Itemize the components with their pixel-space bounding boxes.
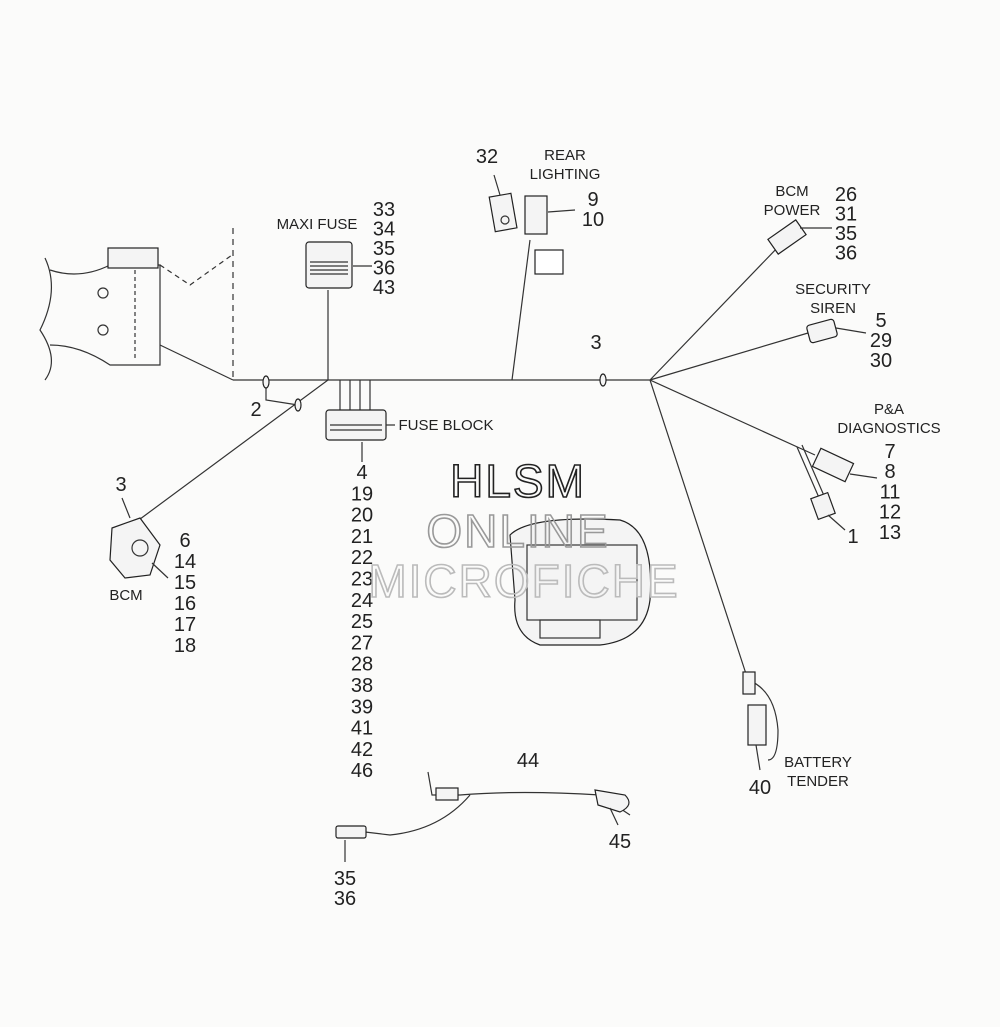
bcm-module	[109, 497, 169, 579]
bcm-power-label: POWER	[764, 202, 821, 219]
watermark: HLSM ONLINE MICROFICHE	[368, 454, 679, 608]
callout-number: 3	[115, 474, 126, 496]
callout-number: 10	[582, 209, 604, 231]
callout-number: 40	[749, 777, 771, 799]
callout-number: 45	[609, 831, 631, 853]
pa-diagnostics-label: P&A	[874, 401, 904, 418]
watermark-line-3: MICROFICHE	[368, 555, 679, 607]
callout-number: 13	[879, 522, 901, 544]
callout-number: 26	[835, 184, 857, 206]
maxi-fuse	[305, 241, 372, 289]
bcm-power-connector	[767, 219, 832, 255]
bcm-power-label: BCM	[775, 183, 808, 200]
callout-number: 33	[373, 199, 395, 221]
callout-number: 27	[351, 632, 373, 654]
callout-number: 41	[351, 718, 373, 740]
callout-number: 14	[174, 551, 196, 573]
bcm-label: BCM	[109, 587, 142, 604]
callout-number: 35	[835, 223, 857, 245]
callout-number: 8	[884, 461, 895, 483]
callout-number: 31	[835, 204, 857, 226]
callout-number: 44	[517, 750, 539, 772]
callout-number: 25	[351, 611, 373, 633]
callout-number: 29	[870, 330, 892, 352]
callout-number: 24	[351, 590, 373, 612]
callout-number: 20	[351, 505, 373, 527]
callout-number: 3	[590, 332, 601, 354]
callout-number: 12	[879, 502, 901, 524]
callout-number: 15	[174, 572, 196, 594]
callout-number: 32	[476, 146, 498, 168]
harness-branches	[649, 244, 816, 681]
callout-number: 34	[373, 219, 395, 241]
rear-lighting-label: LIGHTING	[530, 166, 601, 183]
watermark-line-2: ONLINE	[426, 505, 609, 557]
callout-number: 11	[880, 481, 901, 503]
security-siren-label: SIREN	[810, 300, 856, 317]
callout-number: 19	[351, 483, 373, 505]
callout-number: 6	[179, 530, 190, 552]
callout-number: 35	[373, 238, 395, 260]
callout-number: 2	[250, 399, 261, 421]
callout-number: 23	[351, 569, 373, 591]
fuse-block	[325, 409, 395, 462]
callout-number: 17	[174, 614, 196, 636]
fuse-block-label: FUSE BLOCK	[398, 417, 493, 434]
pa-diagnostics-connector	[796, 444, 878, 531]
rear-lighting-label: REAR	[544, 147, 586, 164]
callout-number: 35	[334, 868, 356, 890]
callout-number: 4	[356, 462, 367, 484]
callout-number: 28	[351, 654, 373, 676]
connector-detail	[509, 518, 652, 646]
callout-number: 30	[870, 350, 892, 372]
callout-number: 42	[351, 739, 373, 761]
callout-number: 43	[373, 277, 395, 299]
pa-diagnostics-label: DIAGNOSTICS	[837, 420, 940, 437]
callout-number: 1	[847, 526, 858, 548]
security-siren-label: SECURITY	[795, 281, 871, 298]
battery-tender-connector	[742, 671, 779, 771]
frame-bracket	[39, 228, 234, 381]
callout-number: 21	[351, 526, 373, 548]
callout-number: 36	[334, 888, 356, 910]
callout-number: 9	[587, 189, 598, 211]
battery-tender-label: TENDER	[787, 773, 849, 790]
callout-number: 36	[373, 258, 395, 280]
battery-tender-label: BATTERY	[784, 754, 852, 771]
callout-number: 46	[351, 760, 373, 782]
callout-number: 38	[351, 675, 373, 697]
callout-number: 7	[884, 441, 895, 463]
callout-number: 36	[835, 243, 857, 265]
rear-lighting-connector	[488, 174, 576, 275]
extension-harness	[335, 771, 631, 862]
maxi-fuse-label: MAXI FUSE	[277, 216, 358, 233]
callout-labels: MAXI FUSE3334353643REARLIGHTING910BCMPOW…	[109, 146, 940, 910]
callout-number: 18	[174, 635, 196, 657]
callout-number: 22	[351, 547, 373, 569]
callout-number: 39	[351, 696, 373, 718]
callout-number: 16	[174, 593, 196, 615]
watermark-line-1: HLSM	[450, 455, 586, 507]
callout-number: 5	[875, 310, 886, 332]
harness-clip	[599, 373, 607, 387]
security-siren-connector	[806, 318, 867, 344]
